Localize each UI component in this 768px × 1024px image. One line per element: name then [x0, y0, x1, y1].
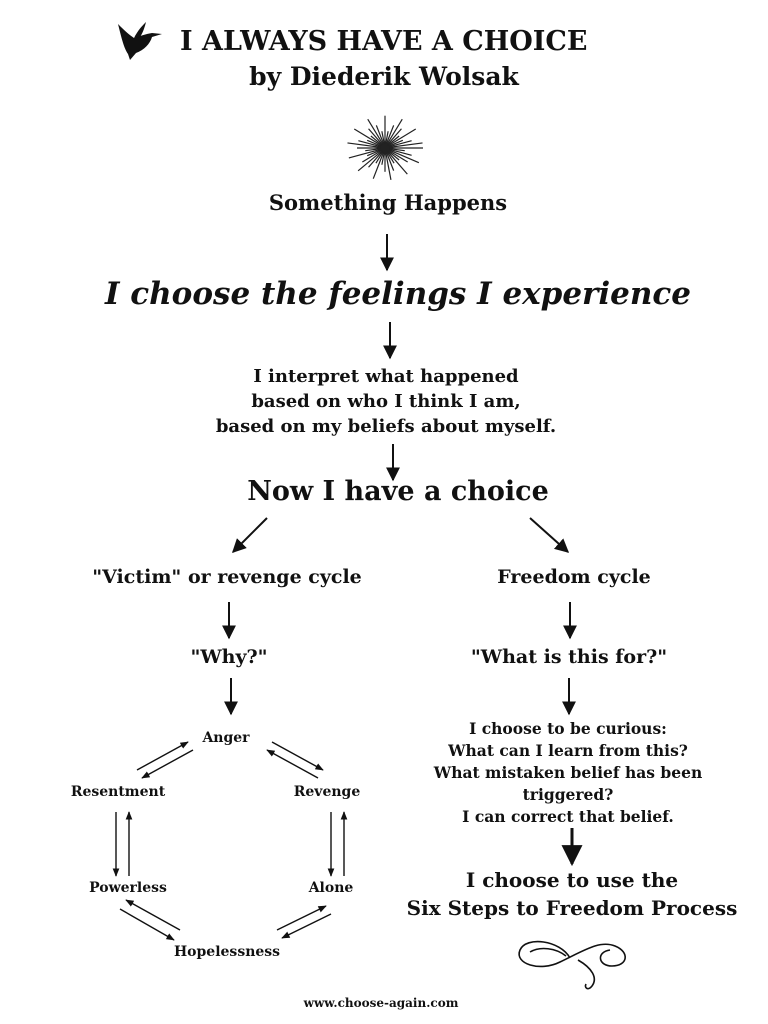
victim-cycle-title: "Victim" or revenge cycle	[92, 566, 362, 588]
step-interpret: I interpret what happened based on who I…	[216, 364, 556, 439]
curious-line: What can I learn from this?	[448, 741, 688, 760]
why-question: "Why?"	[190, 646, 268, 668]
curious-line: triggered?	[522, 785, 614, 804]
six-steps-line: I choose to use the	[465, 868, 679, 892]
interpret-line: based on my beliefs about myself.	[215, 416, 557, 437]
starburst-icon	[347, 115, 423, 181]
cycle-node-alone: Alone	[308, 880, 354, 896]
curious-line: I can correct that belief.	[462, 807, 674, 826]
six-steps-line: Six Steps to Freedom Process	[406, 896, 738, 920]
six-steps-text: I choose to use the Six Steps to Freedom…	[407, 866, 738, 922]
cycle-node-revenge: Revenge	[293, 784, 361, 800]
cycle-node-hopelessness: Hopelessness	[173, 944, 281, 960]
step-now-choice: Now I have a choice	[247, 476, 549, 507]
cycle-node-powerless: Powerless	[89, 880, 167, 896]
hummingbird-icon	[118, 22, 162, 60]
footer-url[interactable]: www.choose-again.com	[303, 996, 459, 1010]
arrow-choice-to-victim	[232, 517, 268, 553]
arrow-choice-to-freedom	[529, 517, 570, 553]
curious-line: What mistaken belief has been	[433, 763, 703, 782]
cycle-arrows	[112, 741, 348, 941]
step-something-happens: Something Happens	[268, 190, 508, 215]
what-for-question: "What is this for?"	[470, 646, 668, 668]
diagram-title: I ALWAYS HAVE A CHOICE	[180, 26, 588, 57]
diagram-author: by Diederik Wolsak	[249, 62, 519, 91]
cycle-node-resentment: Resentment	[70, 784, 166, 800]
freedom-cycle-title: Freedom cycle	[497, 566, 651, 588]
curious-text: I choose to be curious: What can I learn…	[434, 718, 702, 828]
flourish-icon	[518, 940, 626, 990]
cycle-node-anger: Anger	[202, 730, 250, 746]
step-choose-feelings: I choose the feelings I experience	[104, 276, 692, 312]
curious-line: I choose to be curious:	[469, 719, 667, 738]
interpret-line: based on who I think I am,	[251, 391, 521, 412]
interpret-line: I interpret what happened	[253, 366, 519, 387]
